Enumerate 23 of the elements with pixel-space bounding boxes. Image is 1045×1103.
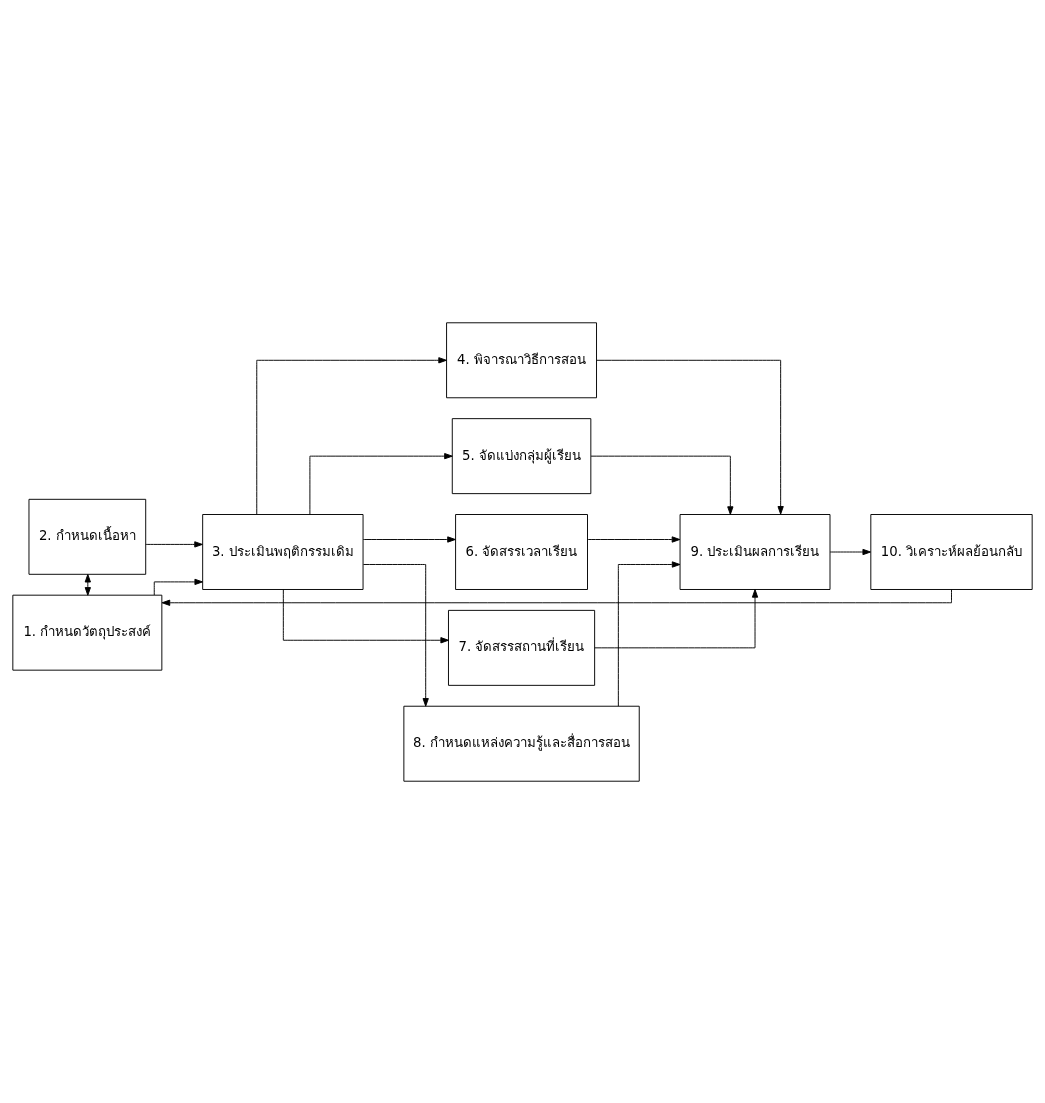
node-box: 5. จัดแบ่งกลุ่มผู้เรียน	[451, 417, 592, 494]
arrow	[363, 563, 429, 707]
arrow	[362, 535, 456, 543]
node-box: 2. กำหนดเนื้อหา	[28, 498, 147, 575]
arrow	[596, 359, 784, 515]
arrow	[256, 356, 447, 515]
node-box: 7. จัดสรรสถานที่เรียน	[448, 609, 596, 686]
node-box: 6. จัดสรรเวลาเรียน	[455, 513, 588, 590]
arrow	[145, 540, 203, 548]
arrow	[590, 455, 734, 515]
node-box: 9. ประเมินผลการเรียน	[679, 513, 831, 590]
node-box: 1. กำหนดวัตถุประสงค์	[12, 594, 163, 671]
arrow	[594, 588, 759, 648]
node-box: 4. พิจารณาวิธีการสอน	[446, 321, 597, 398]
arrow	[309, 452, 453, 515]
node-box: 3. ประเมินพฤติกรรมเดิม	[202, 513, 364, 590]
arrow	[153, 578, 203, 595]
arrow	[282, 588, 449, 643]
arrow	[617, 560, 681, 707]
node-box: 8. กำหนดแหล่งความรู้และสื่อการสอน	[403, 705, 640, 782]
arrow	[829, 548, 871, 555]
arrow	[587, 535, 681, 543]
node-box: 10. วิเคราะห์ผลย้อนกลับ	[870, 513, 1033, 590]
